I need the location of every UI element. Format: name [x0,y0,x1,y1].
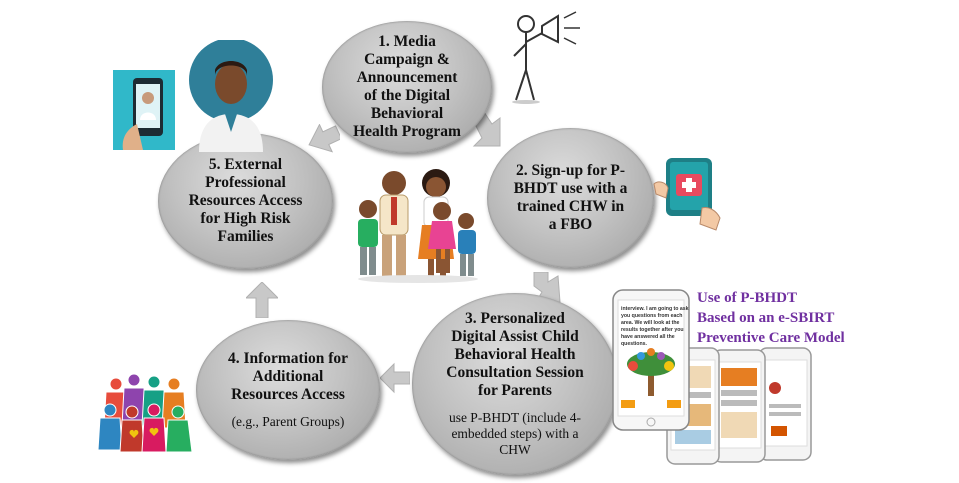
step-3-text: 3. Personalized Digital Assist Child Beh… [446,310,584,399]
step-4-text: 4. Information for Additional Resources … [227,350,349,403]
doctor-video-call-icon [113,40,273,152]
step-1-node: 1. Media Campaign & Announcement of the … [322,21,492,153]
step-5-text: 5. External Professional Resources Acces… [188,156,303,245]
community-people-icon [98,373,193,453]
svg-text:you questions from each: you questions from each [621,313,682,319]
svg-text:results together after you: results together after you [621,327,684,333]
step-2-node: 2. Sign-up for P- BHDT use with a traine… [487,128,654,268]
step-4-subtext: (e.g., Parent Groups) [231,414,345,429]
arrow-4-to-5-icon [246,282,278,318]
step-2-text: 2. Sign-up for P- BHDT use with a traine… [513,162,628,233]
svg-text:interview. I am going to ask: interview. I am going to ask [621,306,689,312]
family-icon [358,169,478,283]
megaphone-person-icon [512,11,580,104]
svg-text:area. We will look at the: area. We will look at the [621,320,680,326]
arrow-3-to-4-icon [380,362,410,394]
step-3-subtext: use P-BHDT (include 4- embedded steps) w… [448,410,582,457]
svg-text:questions.: questions. [621,341,647,347]
step-3-node: 3. Personalized Digital Assist Child Beh… [412,293,618,475]
smartphone-app-screens-icon: interview. I am going to ask you questio… [612,289,812,465]
arrow-5-to-1-icon [308,124,340,153]
step-4-node: 4. Information for Additional Resources … [196,320,380,460]
step-5-node: 5. External Professional Resources Acces… [158,133,333,269]
svg-text:have answered all the: have answered all the [621,334,675,340]
tablet-medical-icon [653,158,721,231]
step-1-text: 1. Media Campaign & Announcement of the … [353,33,461,140]
callout-text: Use of P-BHDT Based on an e-SBIRT Preven… [697,290,845,346]
